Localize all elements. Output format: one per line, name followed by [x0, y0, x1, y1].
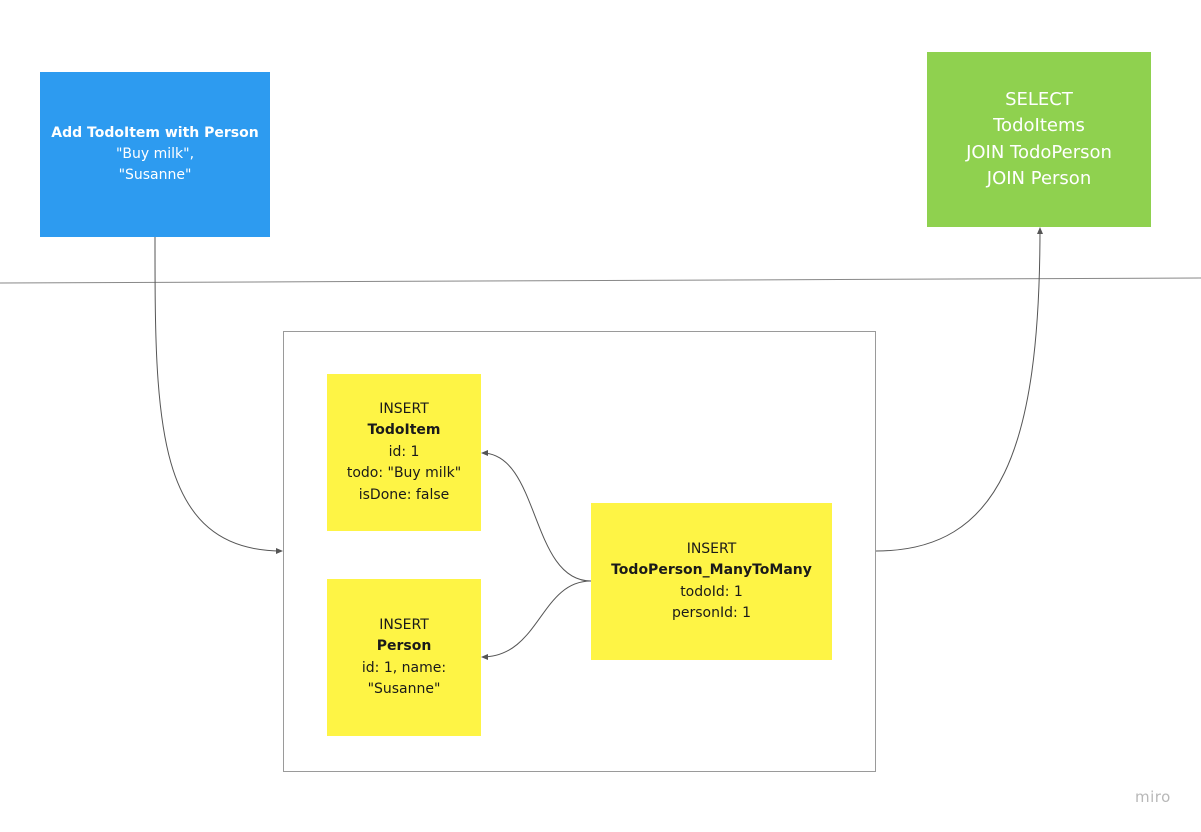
query-line-join-person: JOIN Person — [986, 168, 1092, 189]
miro-watermark: miro — [1135, 788, 1171, 806]
insert-person-action: INSERT — [379, 616, 429, 633]
client-action-person: "Susanne" — [118, 167, 192, 183]
insert-todoitem-sticky[interactable]: INSERT TodoItem id: 1 todo: "Buy milk" i… — [327, 374, 481, 531]
insert-person-id-name: id: 1, name: — [361, 659, 447, 676]
query-sticky[interactable]: SELECT TodoItems JOIN TodoPerson JOIN Pe… — [927, 52, 1151, 227]
insert-join-sticky[interactable]: INSERT TodoPerson_ManyToMany todoId: 1 p… — [591, 503, 832, 660]
insert-todoitem-isdone: isDone: false — [358, 486, 450, 503]
query-line-table: TodoItems — [993, 115, 1085, 136]
insert-todoitem-table: TodoItem — [367, 422, 441, 439]
insert-person-sticky[interactable]: INSERT Person id: 1, name: "Susanne" — [327, 579, 481, 736]
insert-join-table: TodoPerson_ManyToMany — [611, 562, 812, 578]
query-line-join-todoperson: JOIN TodoPerson — [966, 141, 1112, 163]
connector-join-to-todoitem[interactable] — [481, 450, 592, 582]
insert-join-action: INSERT — [686, 540, 737, 557]
query-line-select: SELECT — [1005, 88, 1073, 110]
insert-join-personid: personId: 1 — [671, 605, 752, 621]
client-action-todo: "Buy milk", — [115, 146, 195, 162]
connector-join-to-person[interactable] — [481, 580, 592, 660]
connector-action-to-frame[interactable] — [154, 236, 283, 554]
client-action-sticky[interactable]: Add TodoItem with Person "Buy milk", "Su… — [40, 72, 270, 237]
insert-person-name-value: "Susanne" — [367, 681, 441, 697]
insert-todoitem-action: INSERT — [379, 400, 429, 417]
insert-person-table: Person — [376, 638, 432, 654]
insert-todoitem-todo: todo: "Buy milk" — [346, 465, 462, 482]
connector-frame-to-query[interactable] — [875, 227, 1043, 552]
insert-todoitem-id: id: 1 — [388, 443, 420, 460]
section-divider — [0, 277, 1201, 284]
database-frame[interactable] — [283, 331, 876, 772]
insert-join-todoid: todoId: 1 — [680, 583, 743, 600]
client-action-title: Add TodoItem with Person — [51, 125, 259, 141]
